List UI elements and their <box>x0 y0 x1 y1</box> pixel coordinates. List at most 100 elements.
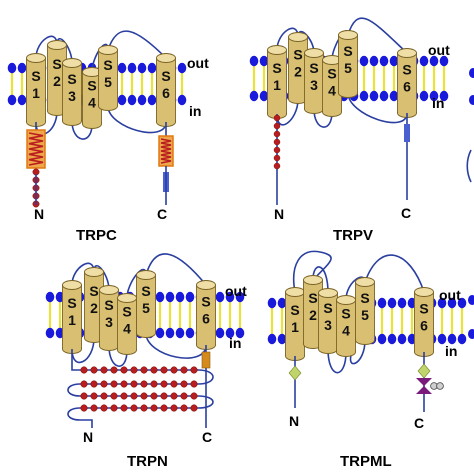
lipid-head <box>468 295 474 305</box>
lipid-head <box>389 90 399 102</box>
ankyrin-repeat <box>120 366 128 374</box>
segment-number: 1 <box>32 85 40 101</box>
connecting-loop <box>145 332 207 359</box>
lipid-head <box>277 297 287 309</box>
lipid-head <box>185 291 195 303</box>
ankyrin-repeat <box>273 154 281 162</box>
ankyrin-repeat <box>120 404 128 412</box>
ankyrin-repeat <box>170 366 178 374</box>
helix-fill <box>319 293 337 349</box>
ankyrin-repeat <box>170 392 178 400</box>
lipid-head <box>17 62 27 74</box>
transmembrane-segment-s3: S3 <box>304 48 324 114</box>
lipid-head <box>437 297 447 309</box>
lipid-head <box>225 291 235 303</box>
segment-letter: S <box>272 60 281 76</box>
helix-top <box>99 285 119 295</box>
transmembrane-segment-s6: S6 <box>397 48 417 118</box>
segment-number: 3 <box>324 317 332 333</box>
trpml-out-label: out <box>439 287 461 303</box>
helix-fill <box>63 285 81 349</box>
lipid-head <box>127 62 137 74</box>
lipid-head <box>437 333 447 345</box>
n-terminal-motif <box>288 365 302 381</box>
helix-fill <box>268 50 286 114</box>
neighbor-panel-fragment <box>466 68 474 339</box>
helix-top <box>288 32 308 42</box>
lipid-head <box>175 291 185 303</box>
helix-top <box>303 275 323 285</box>
transmembrane-segment-s6: S6 <box>414 287 434 357</box>
helix-fill <box>356 282 374 340</box>
ankyrin-repeat <box>80 392 88 400</box>
helix-top <box>355 277 375 287</box>
helix-fill <box>85 272 103 338</box>
segment-letter: S <box>293 46 302 62</box>
helix-fill <box>286 292 304 356</box>
helix-fill <box>157 58 175 122</box>
segment-letter: S <box>323 300 332 316</box>
ankyrin-repeat <box>190 366 198 374</box>
lipid-head <box>259 90 269 102</box>
lipid-head <box>267 297 277 309</box>
coiled-coil-domain <box>26 129 46 169</box>
ankyrin-repeat <box>160 392 168 400</box>
connecting-loop <box>466 149 472 183</box>
ankyrin-repeat <box>100 404 108 412</box>
transmembrane-segment-s5: S5 <box>355 277 375 345</box>
c-terminal-bowtie <box>416 378 444 394</box>
bowtie-ring <box>436 382 444 390</box>
coil-line <box>28 132 44 166</box>
ankyrin-repeat <box>100 366 108 374</box>
trpml-in-label: in <box>445 343 458 359</box>
segment-number: 2 <box>294 63 302 79</box>
lipid-head <box>215 327 225 339</box>
lipid-head <box>7 62 17 74</box>
lipid-head <box>45 291 55 303</box>
ankyrin-repeat <box>120 392 128 400</box>
transmembrane-segment-s2: S2 <box>84 267 104 343</box>
trpn-in-label: in <box>229 335 242 351</box>
trpv-n-terminus-label: N <box>274 206 285 222</box>
helix-top <box>62 58 82 68</box>
helix-top <box>414 287 434 297</box>
trpml-n-terminus-label: N <box>289 413 300 429</box>
segment-number: 2 <box>53 73 61 89</box>
segment-letter: S <box>341 306 350 322</box>
helix-fill <box>337 300 355 352</box>
segment-letter: S <box>290 302 299 318</box>
lipid-head <box>369 55 379 67</box>
c-terminal-motif <box>417 363 431 379</box>
helix-fill <box>83 72 101 124</box>
lipid-head <box>177 94 187 106</box>
segment-number: 1 <box>291 319 299 335</box>
lipid-head <box>235 291 245 303</box>
lipid-head <box>389 55 399 67</box>
ankyrin-repeat <box>120 380 128 388</box>
helix-top <box>397 48 417 58</box>
helix-fill <box>415 292 433 352</box>
ankyrin-repeat <box>180 366 188 374</box>
segment-number: 5 <box>344 60 352 76</box>
lipid-head <box>165 327 175 339</box>
segment-letter: S <box>201 294 210 310</box>
segment-letter: S <box>89 283 98 299</box>
connecting-loop <box>347 92 408 124</box>
transmembrane-segment-s1: S1 <box>62 280 82 354</box>
segment-letter: S <box>104 297 113 313</box>
segment-number: 2 <box>90 300 98 316</box>
transmembrane-segment-s3: S3 <box>62 58 82 126</box>
transmembrane-segment-s2: S2 <box>288 32 308 104</box>
segment-letter: S <box>67 295 76 311</box>
segment-letter: S <box>31 68 40 84</box>
lipid-head <box>147 94 157 106</box>
segment-letter: S <box>308 290 317 306</box>
trpc-n-terminus-label: N <box>34 206 45 222</box>
ankyrin-repeat <box>170 380 178 388</box>
segment-number: 4 <box>88 95 96 111</box>
lipid-head <box>439 90 449 102</box>
lipid-head <box>249 55 259 67</box>
segment-number: 6 <box>162 85 170 101</box>
segment-number: 4 <box>328 83 336 99</box>
helix-top <box>98 45 118 55</box>
